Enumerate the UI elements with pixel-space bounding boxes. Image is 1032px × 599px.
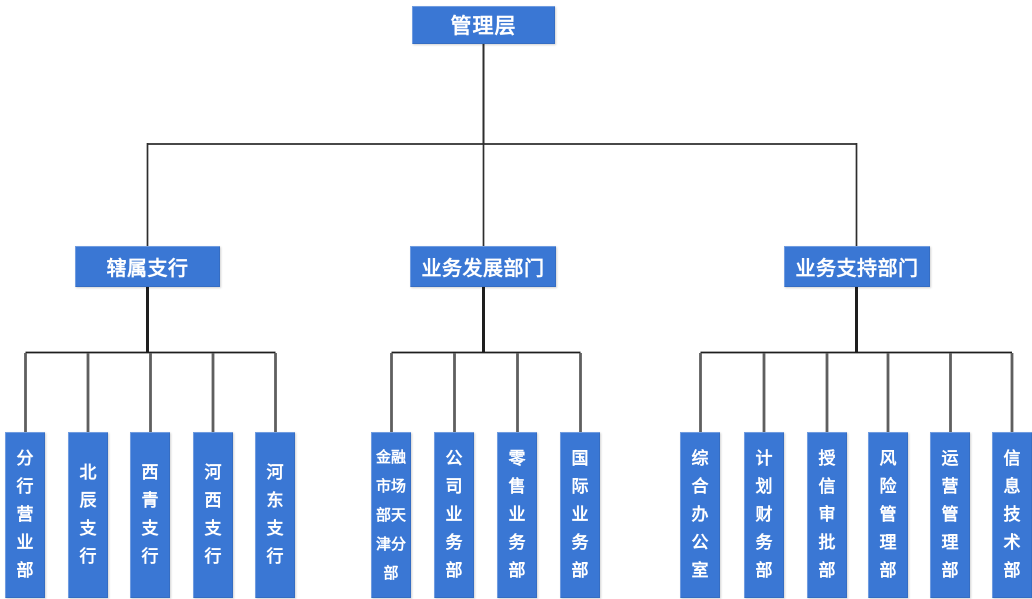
node-label: 零售业务部 (508, 449, 526, 580)
node-hedong-branch: 河东支行 (255, 432, 295, 598)
node-retail-banking: 零售业务部 (497, 432, 537, 598)
node-financial-markets-tianjin: 金融市场部天津分部 (371, 432, 411, 598)
node-label: 公司业务部 (445, 449, 463, 580)
node-label: 河西支行 (204, 463, 222, 566)
node-credit-approval: 授信审批部 (807, 432, 847, 598)
node-label: 北辰支行 (79, 463, 97, 566)
node-label: 授信审批部 (818, 449, 836, 580)
node-business-development: 业务发展部门 (410, 246, 556, 287)
node-label: 综合办公室 (691, 449, 709, 580)
node-management: 管理层 (412, 6, 555, 44)
node-hexi-branch: 河西支行 (193, 432, 233, 598)
node-xiqing-branch: 西青支行 (130, 432, 170, 598)
node-risk-management: 风险管理部 (868, 432, 908, 598)
node-branch-sales-dept: 分行营业部 (5, 432, 45, 598)
node-label: 辖属支行 (106, 258, 189, 280)
node-label: 信息技术部 (1003, 449, 1021, 580)
node-label: 计划财务部 (755, 449, 773, 580)
node-label: 分行营业部 (16, 449, 34, 580)
node-subordinate-branches: 辖属支行 (75, 246, 220, 287)
node-corporate-banking: 公司业务部 (434, 432, 474, 598)
node-beichen-branch: 北辰支行 (68, 432, 108, 598)
node-label: 管理层 (450, 15, 517, 38)
node-label: 业务支持部门 (795, 258, 919, 280)
node-label: 业务发展部门 (421, 258, 545, 280)
node-information-technology: 信息技术部 (992, 432, 1032, 598)
node-label: 金融市场部天津分部 (375, 448, 406, 582)
node-label: 河东支行 (266, 463, 284, 566)
node-general-office: 综合办公室 (680, 432, 720, 598)
node-business-support: 业务支持部门 (784, 246, 930, 287)
node-international-banking: 国际业务部 (560, 432, 600, 598)
node-operations-management: 运营管理部 (930, 432, 970, 598)
node-label: 运营管理部 (941, 449, 959, 580)
node-planning-finance: 计划财务部 (744, 432, 784, 598)
node-label: 国际业务部 (571, 449, 589, 580)
node-label: 风险管理部 (879, 449, 897, 580)
node-label: 西青支行 (141, 463, 159, 566)
